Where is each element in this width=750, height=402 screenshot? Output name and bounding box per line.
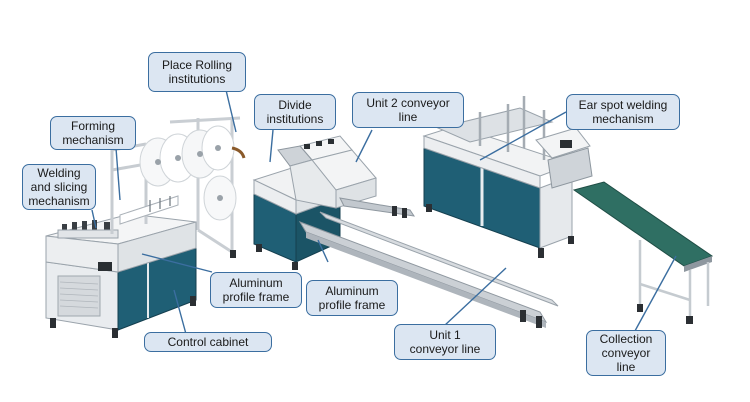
leader-lines [91,89,677,341]
callout-unit-1-conveyor-line: Unit 1 conveyor line [394,324,496,360]
callout-forming-mechanism: Forming mechanism [50,116,136,150]
callout-ear-spot-welding-mechanism: Ear spot welding mechanism [566,94,680,130]
callout-welding-slicing-mechanism: Welding and slicing mechanism [22,164,96,210]
mask-forming-machine [45,116,246,338]
callout-unit-2-conveyor-line: Unit 2 conveyor line [352,92,464,128]
callout-place-rolling-institutions: Place Rolling institutions [148,52,246,92]
callout-collection-conveyor-line: Collection conveyor line [586,330,666,376]
callout-aluminum-profile-frame-2: Aluminum profile frame [306,280,398,316]
callout-control-cabinet: Control cabinet [144,332,272,352]
divide-machine [252,135,559,328]
ear-welding-machine [422,96,714,324]
callout-aluminum-profile-frame-1: Aluminum profile frame [210,272,302,308]
callout-divide-institutions: Divide institutions [254,94,336,130]
